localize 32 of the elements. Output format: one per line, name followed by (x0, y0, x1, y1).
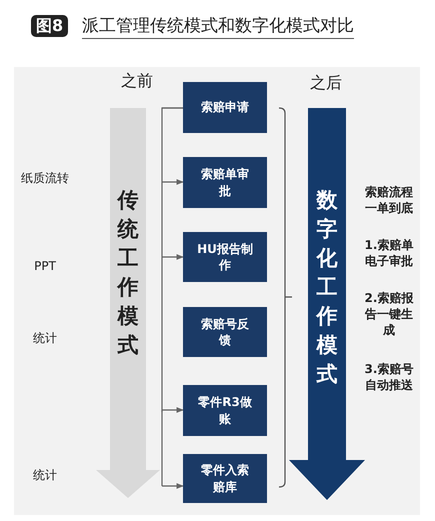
arrow (162, 179, 184, 185)
process-box (183, 157, 267, 208)
arrow-label: 数字化工作模式 (314, 187, 338, 388)
process-box (183, 454, 267, 503)
arrow (162, 254, 184, 260)
figure-badge: 图8 (31, 15, 68, 37)
side-note: 统计 (32, 467, 58, 484)
process-box (183, 232, 267, 282)
box-label: 索赔申请 (201, 99, 249, 116)
box-label: 索赔号反馈 (200, 316, 250, 348)
box-label: HU报告制作 (197, 240, 253, 274)
arrow (162, 483, 184, 489)
column-heading: 之前 (120, 70, 154, 92)
process-box (183, 307, 267, 357)
down-arrow (289, 108, 365, 500)
side-note: 纸质流转 (20, 170, 70, 186)
note-text: 索赔流程一单到底 (364, 184, 414, 216)
note-text: 1.索赔单电子审批 (364, 237, 414, 270)
process-box (183, 385, 267, 436)
side-note: PPT (33, 258, 57, 274)
box-label: 零件入索赔库 (200, 462, 250, 495)
side-note: 统计 (32, 330, 58, 346)
note-text: 2.索赔报告一键生成 (364, 290, 414, 339)
column-heading: 之后 (309, 72, 343, 94)
process-box (183, 82, 267, 133)
note-text: 3.索赔号自动推送 (364, 361, 414, 394)
down-arrow (96, 108, 160, 498)
arrow-label: 传统工作模式 (116, 187, 140, 359)
box-label: 索赔单审批 (200, 166, 250, 199)
title: 派工管理传统模式和数字化模式对比 (82, 14, 354, 39)
arrow (162, 407, 184, 413)
box-label: 零件R3做账 (197, 394, 253, 427)
